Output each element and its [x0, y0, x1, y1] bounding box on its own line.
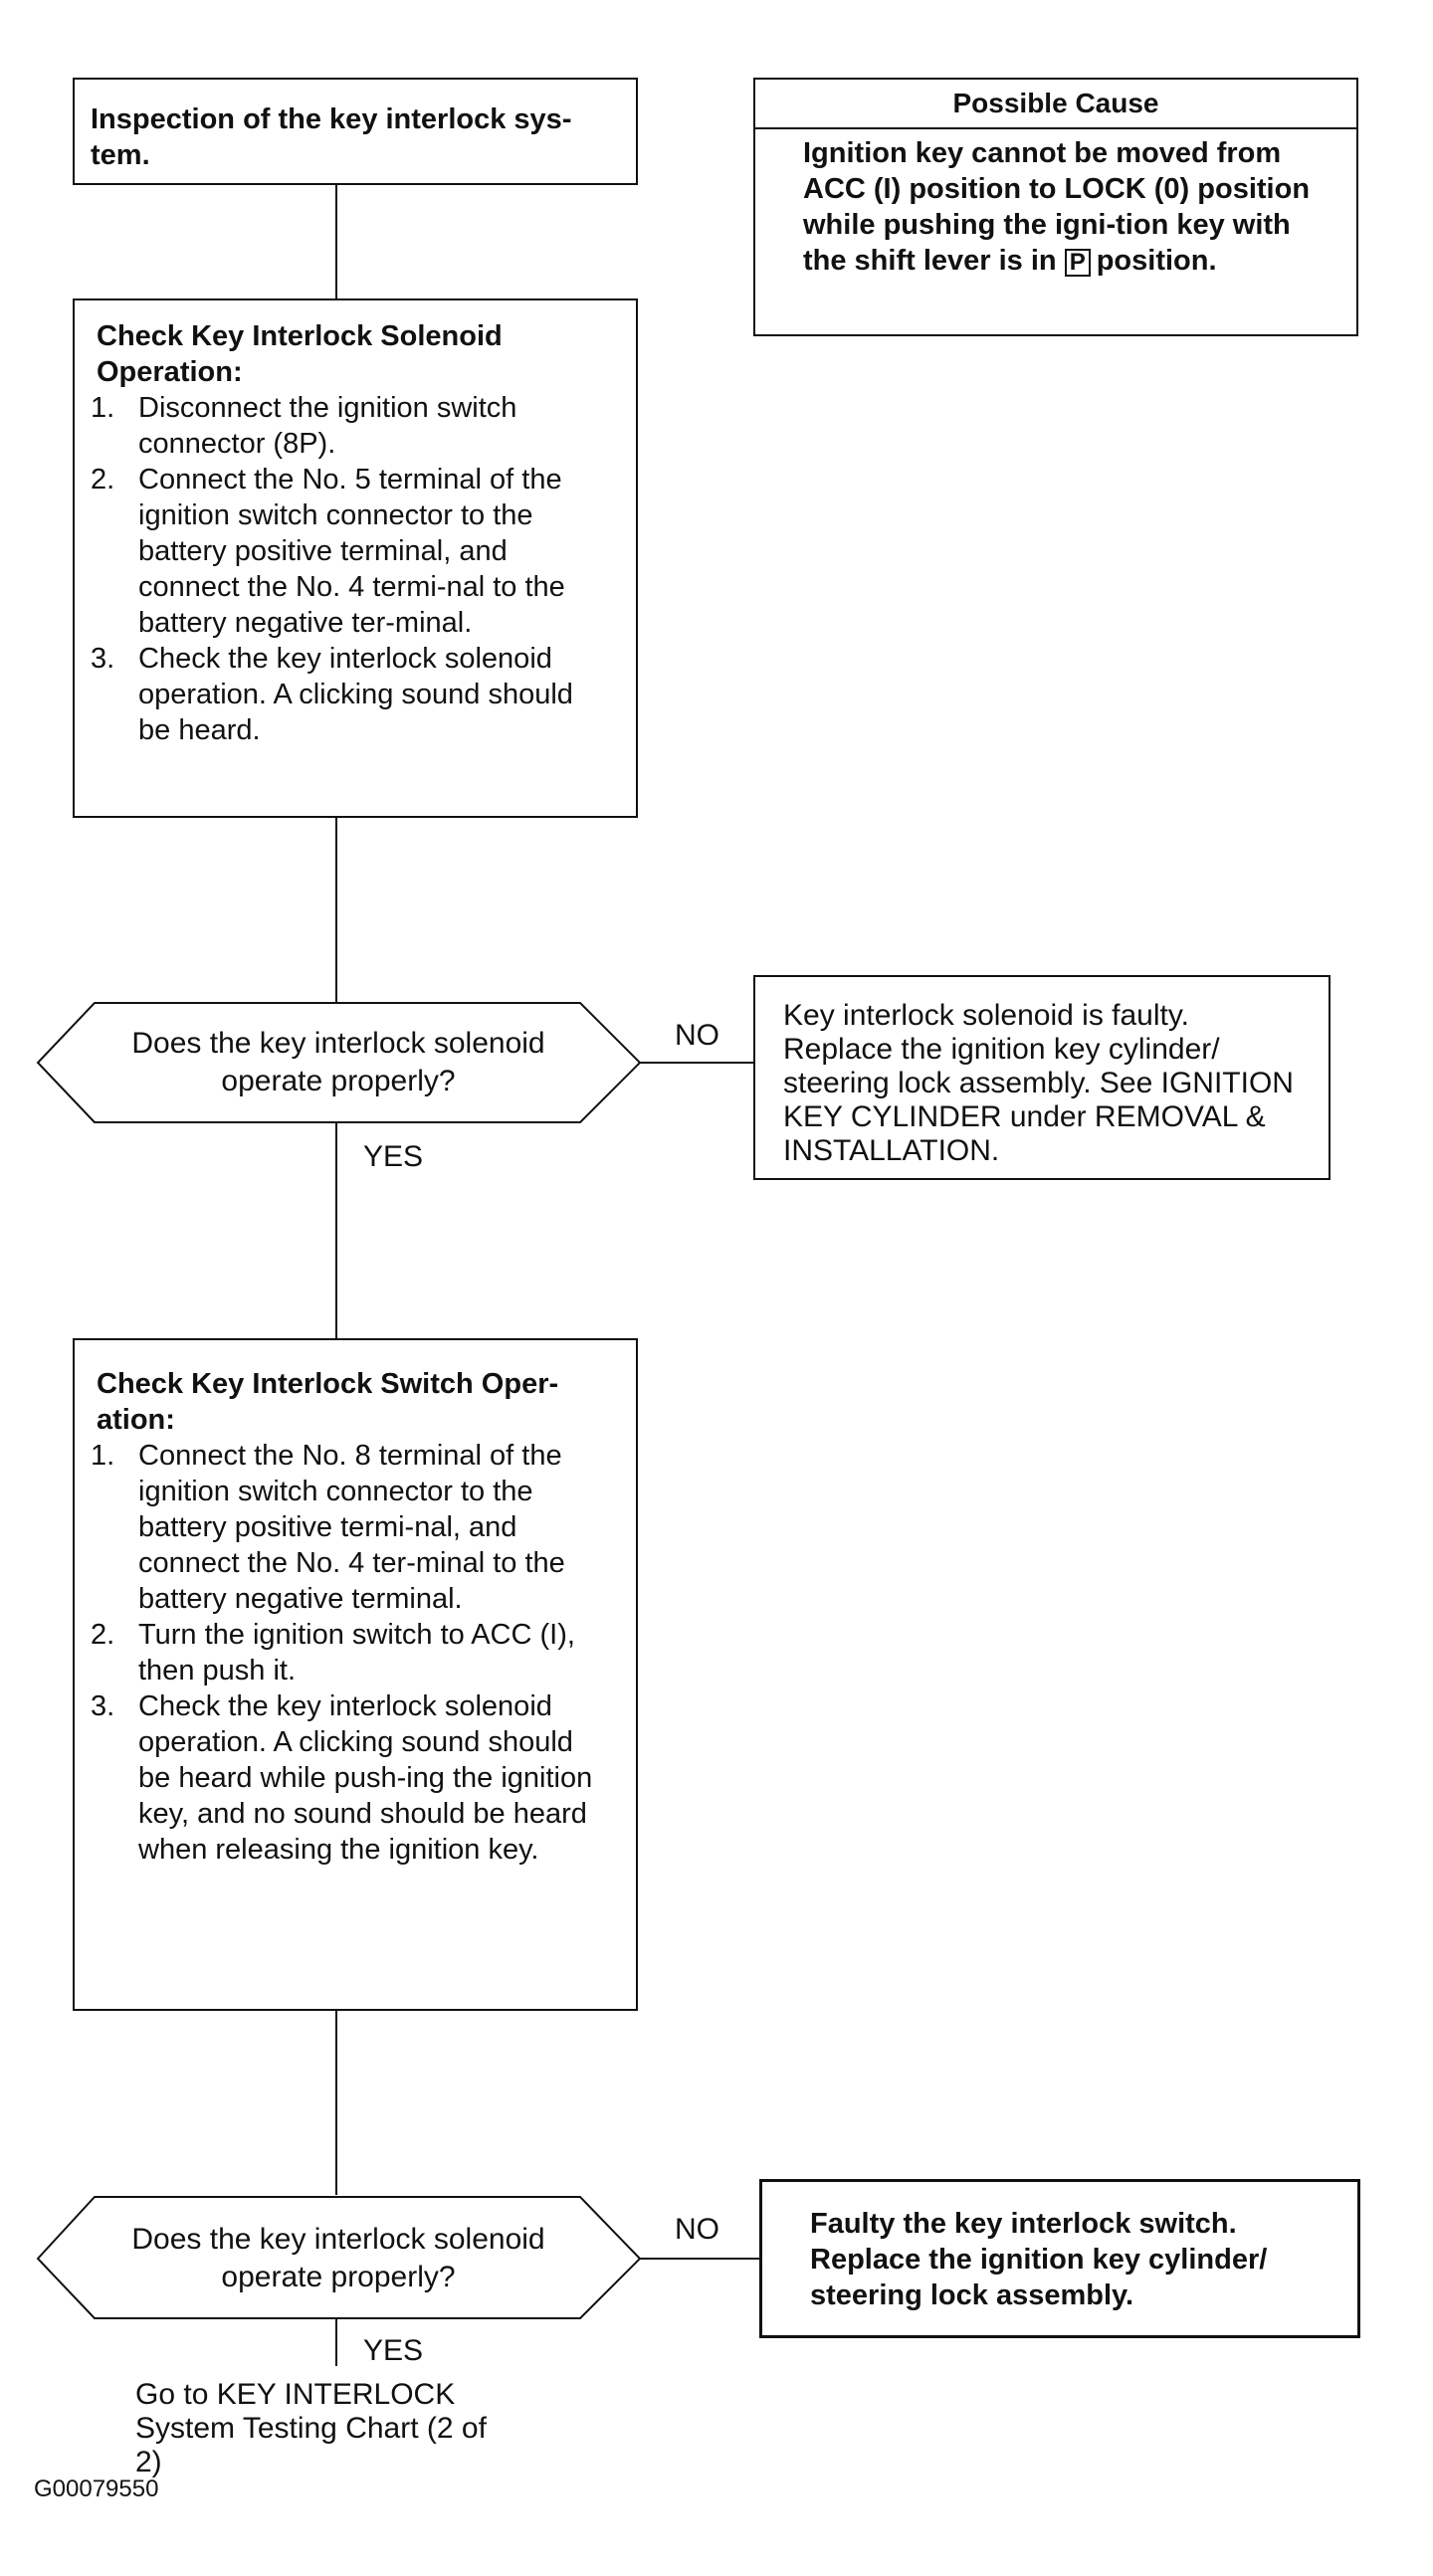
- list-item: 2.Connect the No. 5 terminal of the igni…: [91, 464, 565, 639]
- list-item: 1.Disconnect the ignition switch connect…: [91, 392, 517, 460]
- park-position-symbol: P: [1064, 249, 1091, 277]
- list-item: 3.Check the key interlock solenoid opera…: [91, 1690, 593, 1866]
- possible-cause-body: Ignition key cannot be moved from ACC (I…: [755, 129, 1356, 279]
- fault2-text: Faulty the key interlock switch. Replace…: [810, 2208, 1268, 2311]
- decision2-no-label: NO: [675, 2213, 719, 2246]
- step2-heading: Check Key Interlock Switch Oper-ation:: [97, 1368, 559, 1436]
- start-box-text: Inspection of the key interlock sys-tem.: [91, 103, 572, 171]
- decision1-no-label: NO: [675, 1019, 719, 1052]
- decision1-text: Does the key interlock solenoid operate …: [131, 1027, 545, 1097]
- step1-box: Check Key Interlock Solenoid Operation: …: [73, 298, 638, 818]
- fault1-text: Key interlock solenoid is faulty. Replac…: [783, 999, 1294, 1167]
- decision2-shape: [36, 2196, 642, 2319]
- step1-heading: Check Key Interlock Solenoid Operation:: [97, 320, 503, 388]
- decision2-yes-label: YES: [363, 2334, 424, 2367]
- possible-cause-box: Possible Cause Ignition key cannot be mo…: [753, 78, 1358, 336]
- list-item: 2.Turn the ignition switch to ACC (I), t…: [91, 1619, 575, 1686]
- possible-cause-title: Possible Cause: [755, 80, 1356, 129]
- figure-code: G00079550: [34, 2476, 159, 2502]
- possible-cause-text: Ignition key cannot be moved from ACC (I…: [803, 137, 1311, 277]
- decision2-text: Does the key interlock solenoid operate …: [131, 2223, 545, 2293]
- start-box: Inspection of the key interlock sys-tem.: [73, 78, 638, 185]
- goto-text: Go to KEY INTERLOCK System Testing Chart…: [135, 2378, 487, 2478]
- list-item: 1.Connect the No. 8 terminal of the igni…: [91, 1440, 565, 1615]
- possible-cause-text-end: position.: [1096, 245, 1217, 277]
- list-item: 3.Check the key interlock solenoid opera…: [91, 643, 573, 746]
- fault2-box: Faulty the key interlock switch. Replace…: [759, 2179, 1360, 2338]
- step2-list: 1.Connect the No. 8 terminal of the igni…: [91, 1438, 606, 1868]
- decision1-yes-label: YES: [363, 1140, 424, 1173]
- fault1-box: Key interlock solenoid is faulty. Replac…: [753, 975, 1331, 1180]
- step2-box: Check Key Interlock Switch Oper-ation: 1…: [73, 1338, 638, 2011]
- decision1-shape: [36, 1002, 642, 1123]
- step1-list: 1.Disconnect the ignition switch connect…: [91, 390, 606, 748]
